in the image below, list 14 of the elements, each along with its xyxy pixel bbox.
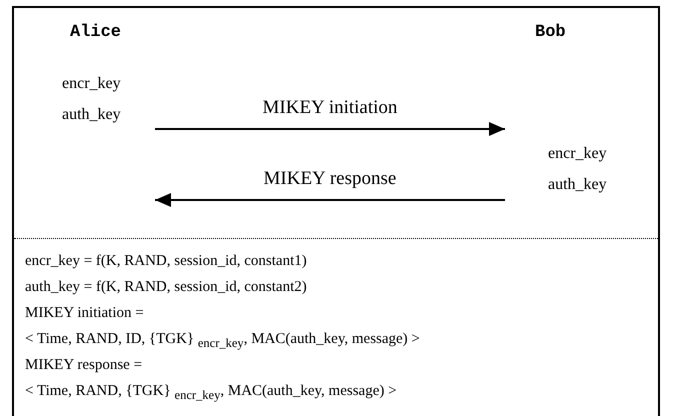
key-label: encr_key xyxy=(62,75,121,93)
arrow xyxy=(155,122,505,136)
arrow xyxy=(155,193,505,207)
formula-line: encr_key = f(K, RAND, session_id, constant1) xyxy=(25,253,307,270)
key-label: auth_key xyxy=(62,106,121,124)
formula-line: < Time, RAND, {TGK} $_{encr_key}$, MAC(auth_key, message) > xyxy=(25,383,397,403)
formula-line: < Time, RAND, ID, {TGK} $_{encr_key}$, MAC(auth_key, message) > xyxy=(25,331,420,351)
formula-line: MIKEY initiation = xyxy=(25,305,144,322)
formula-line: MIKEY response = xyxy=(25,357,142,374)
party-name: Bob xyxy=(535,23,566,42)
key-label: auth_key xyxy=(548,176,607,194)
formula-line: auth_key = f(K, RAND, session_id, constant2) xyxy=(25,279,307,296)
party-name: Alice xyxy=(70,23,122,42)
key-label: encr_key xyxy=(548,145,607,163)
